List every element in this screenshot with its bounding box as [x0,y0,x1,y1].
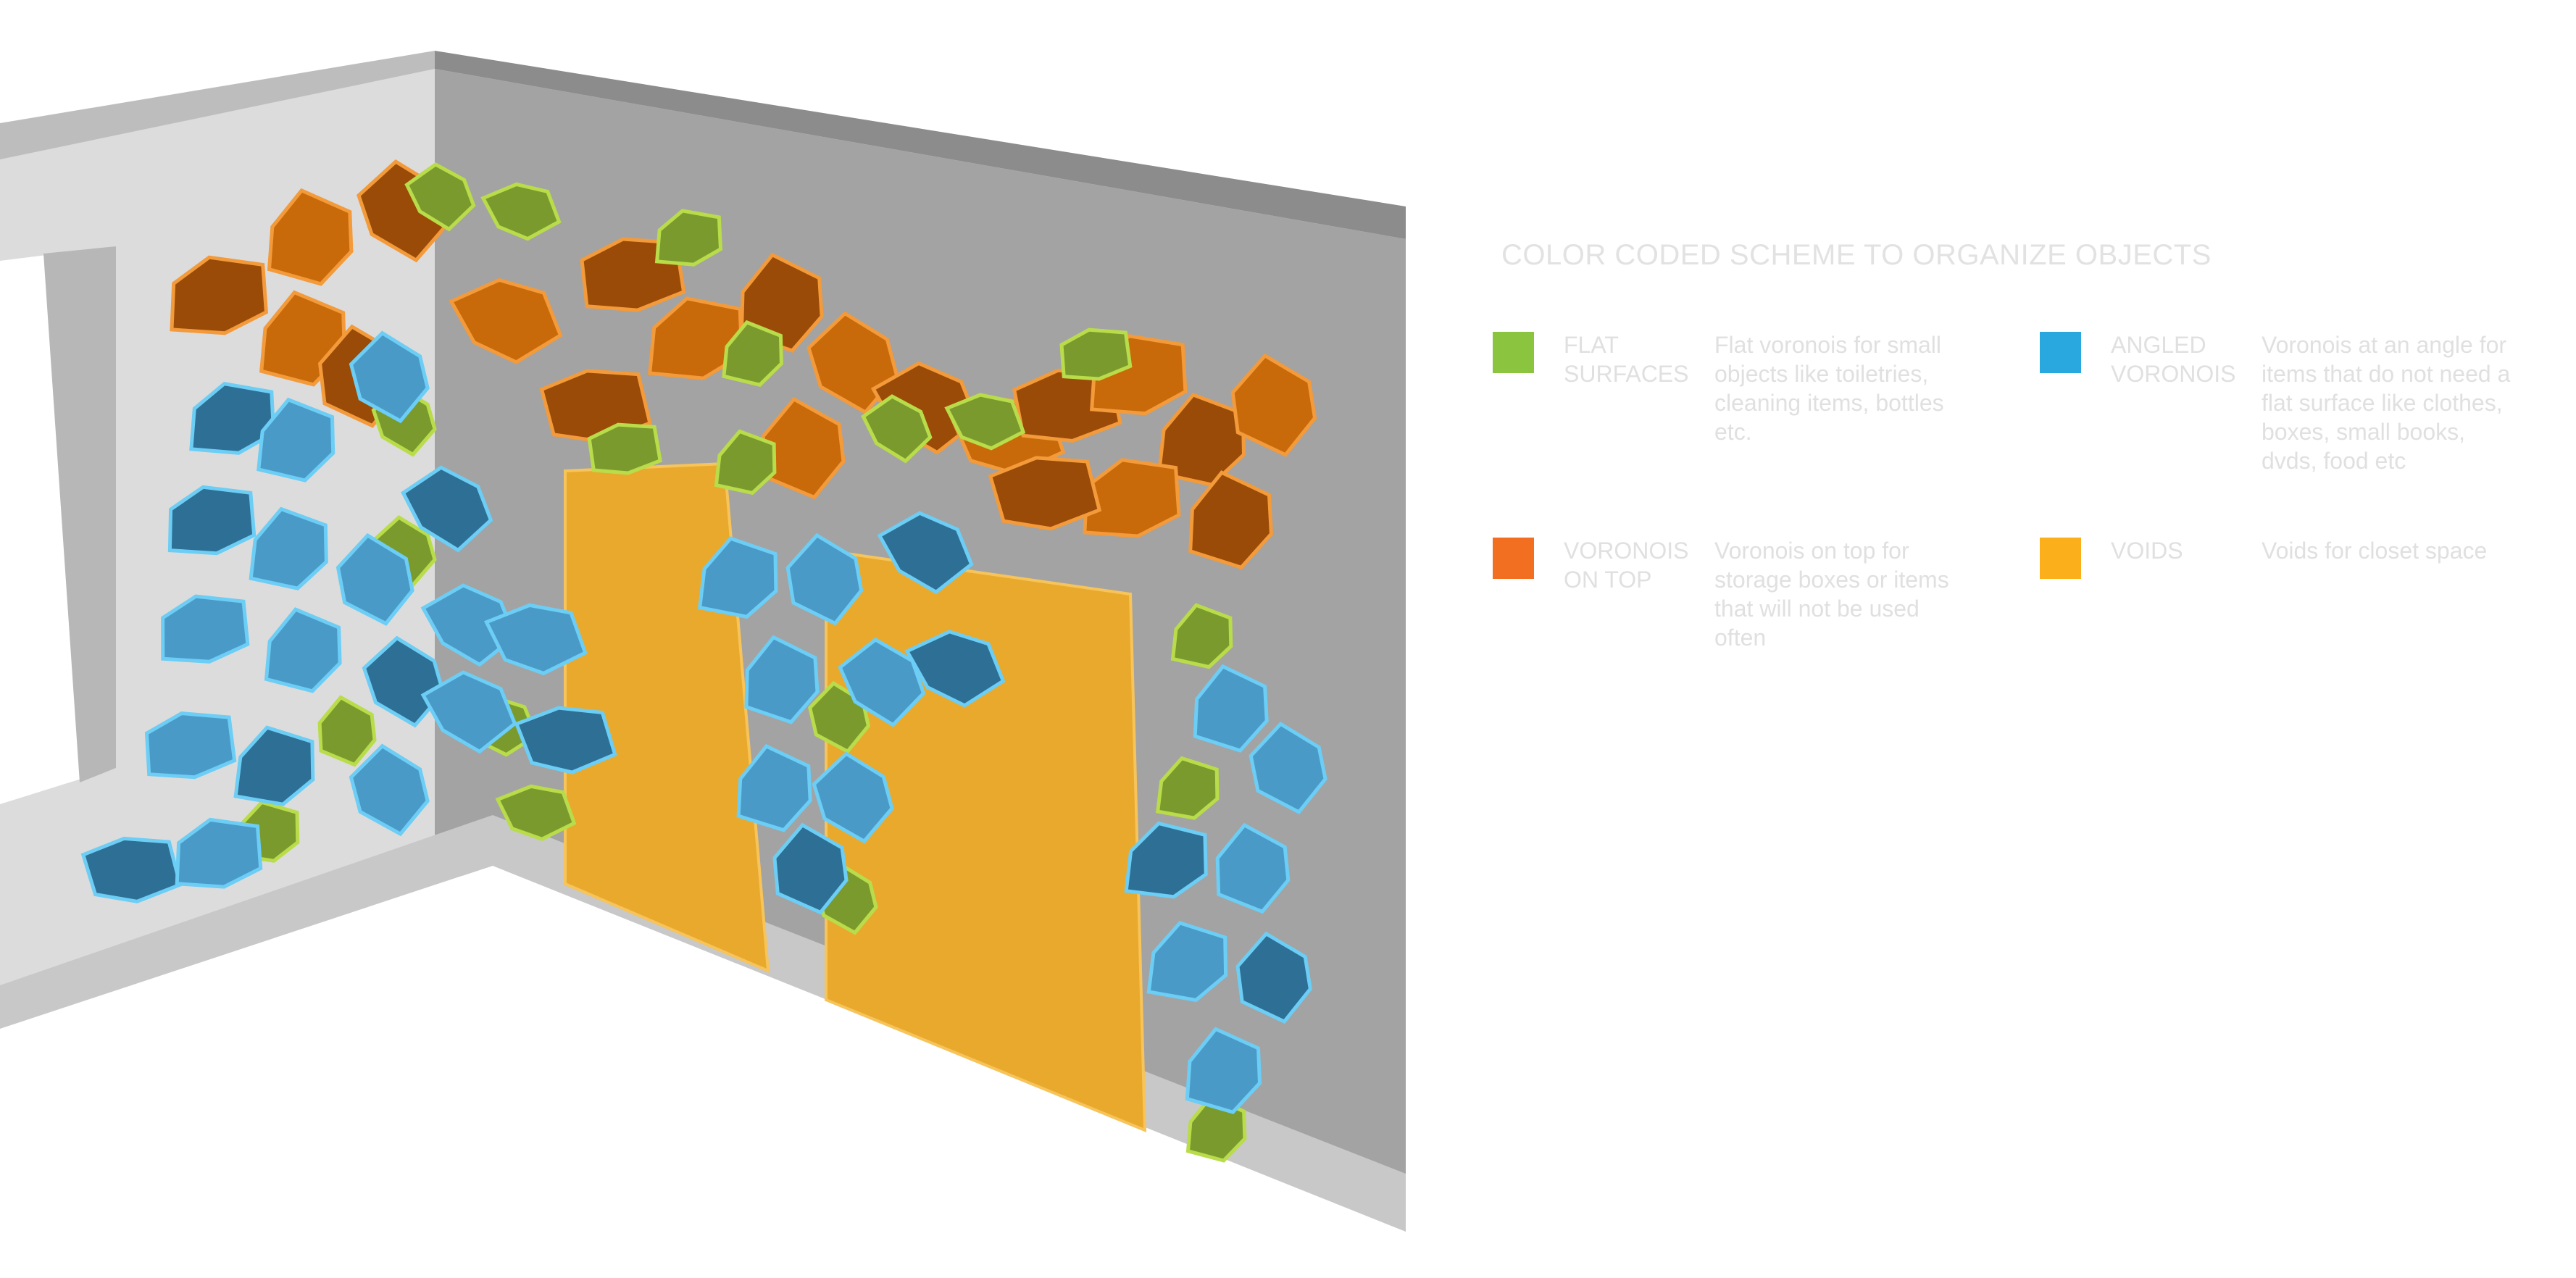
legend-item-description: Voronois on top for storage boxes or ite… [1714,538,1949,651]
angled-voronoi-cell [514,706,617,774]
angled-voronoi-cell [175,817,263,889]
angled-voronoi-cell [80,836,183,903]
angled-voronoi-cell [144,711,237,780]
angled-voronoi-cell [362,635,446,728]
angled-voronoi-cell [736,743,812,832]
flat-surface-cell [1170,603,1233,669]
angled-voronoi-cell [264,607,342,693]
voronoi-on-top-cell [170,255,269,335]
flat-surface-cell [714,429,777,496]
angled-voronoi-cell [483,603,588,676]
legend-item-description: Voids for closet space [2262,538,2488,564]
angled-voronois-swatch [2040,332,2081,373]
angled-voronoi-cell [233,725,315,806]
angled-voronoi-cell [697,536,778,619]
angled-voronoi-cell [1235,931,1312,1024]
flat-surface-cell [317,695,377,767]
voronoi-on-top-cell [449,277,563,364]
angled-voronoi-cell [249,506,328,590]
voronoi-on-top-cell [761,396,846,500]
angled-voronoi-cell [335,532,414,626]
angled-voronoi-cell [904,630,1006,708]
angled-voronoi-cell [349,743,430,837]
flat-surface-cell [861,394,933,464]
voronoi-on-top-cell [1188,470,1273,570]
angled-voronoi-cell [257,397,335,483]
flat-surface-cell [587,422,662,475]
flat-surface-cell [722,320,783,387]
angled-voronoi-cell [785,532,864,626]
flat-surface-cell [495,784,577,841]
angled-voronoi-cell [877,511,974,595]
angled-voronoi-cell [1193,664,1269,753]
flat-surface-cell [480,182,562,241]
angled-voronoi-cell [189,381,276,455]
angled-voronoi-cell [420,583,517,667]
legend-item-name: FLAT SURFACES [1564,332,1689,387]
angled-voronoi-cell [1215,822,1291,914]
flat-surface-cell [654,209,723,267]
legend-item-name: VOIDS [2111,538,2183,564]
voronoi-cells [80,159,1327,1163]
angled-voronoi-cell [1249,722,1327,814]
flat-surface-cell [944,393,1026,451]
voids-swatch [2040,538,2081,579]
angled-voronoi-cell [420,670,517,754]
voronois-on-top-swatch [1493,538,1534,579]
angled-voronoi-cell [744,635,820,724]
legend-item-description: Voronois at an angle for items that do n… [2262,332,2511,474]
angled-voronoi-cell [167,485,257,556]
voronoi-wall-rendering [0,51,1406,1232]
flat-surface-cell [404,162,476,232]
angled-voronoi-cell [1146,921,1228,1003]
legend-item-name: ANGLED VORONOIS [2111,332,2236,387]
legend-item-description: Flat voronois for small objects like toi… [1714,332,1944,445]
legend-title: COLOR CODED SCHEME TO ORGANIZE OBJECTS [1501,239,2212,271]
angled-voronoi-cell [772,822,849,915]
voronoi-on-top-cell [267,188,354,286]
angled-voronoi-cell [1124,821,1208,899]
angled-voronoi-cell [812,751,894,844]
flat-surface-cell [1059,327,1133,381]
angled-voronoi-cell [1185,1027,1262,1114]
angled-voronoi-cell [349,330,430,424]
angled-voronoi-cell [161,594,250,664]
flat-surface-cell [1155,756,1220,820]
voronoi-on-top-cell [988,456,1102,531]
legend-item-name: VORONOIS ON TOP [1564,538,1689,593]
voronoi-on-top-cell [1230,353,1317,457]
flat-surfaces-swatch [1493,332,1534,373]
voronoi-on-top-cell [647,296,744,380]
angled-voronoi-cell [401,465,493,553]
